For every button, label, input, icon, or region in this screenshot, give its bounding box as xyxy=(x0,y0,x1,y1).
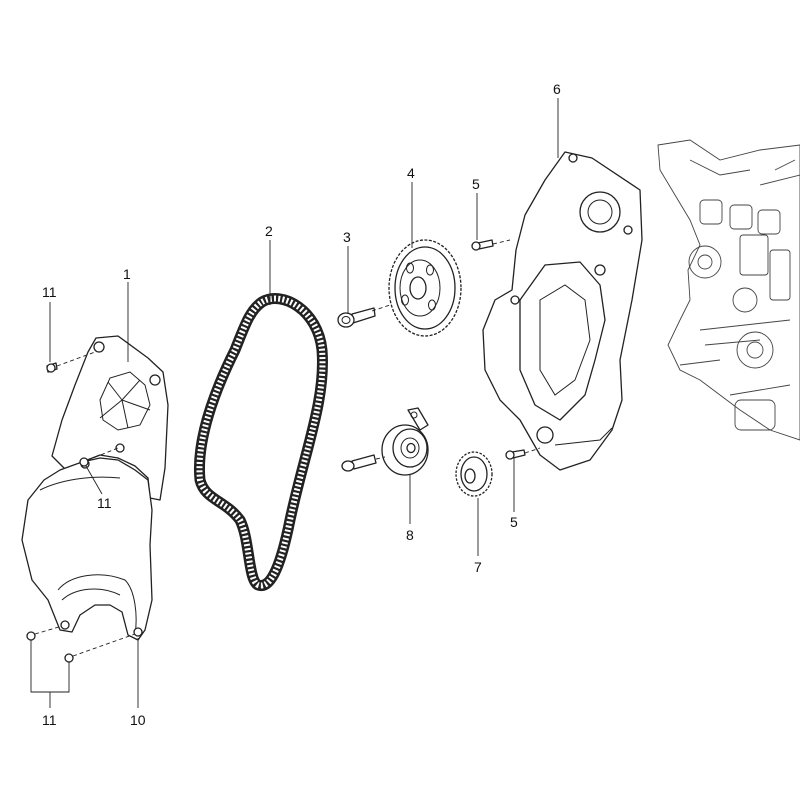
camshaft-bolt xyxy=(337,307,376,328)
screw-bottom-1 xyxy=(26,631,36,641)
tensioner-bolt xyxy=(341,454,377,472)
callout-11-top: 11 xyxy=(42,284,57,300)
callout-11-bottom: 11 xyxy=(42,712,57,728)
callout-6: 6 xyxy=(553,81,561,97)
screw-middle xyxy=(79,457,89,467)
lower-front-cover xyxy=(21,457,153,641)
screw-top xyxy=(46,362,58,373)
callout-5-lower: 5 xyxy=(510,514,518,530)
callout-11-middle: 11 xyxy=(97,495,112,511)
timing-belt xyxy=(193,293,328,591)
engine-block xyxy=(657,139,800,441)
leader-lines xyxy=(30,98,559,708)
callout-3: 3 xyxy=(343,229,351,245)
callout-4: 4 xyxy=(407,165,415,181)
cover-bolt-lower xyxy=(505,449,526,460)
screw-bottom-2 xyxy=(64,653,74,663)
crankshaft-sprocket xyxy=(455,451,493,497)
callout-2: 2 xyxy=(265,223,273,239)
rear-timing-cover xyxy=(482,151,643,471)
callout-8: 8 xyxy=(406,527,414,543)
callout-7: 7 xyxy=(474,559,482,575)
camshaft-sprocket xyxy=(388,239,462,337)
callout-5-upper: 5 xyxy=(472,176,480,192)
belt-tensioner xyxy=(381,407,429,476)
callout-10: 10 xyxy=(130,712,146,728)
cover-bolt-upper xyxy=(471,239,494,251)
callout-1: 1 xyxy=(123,266,131,282)
